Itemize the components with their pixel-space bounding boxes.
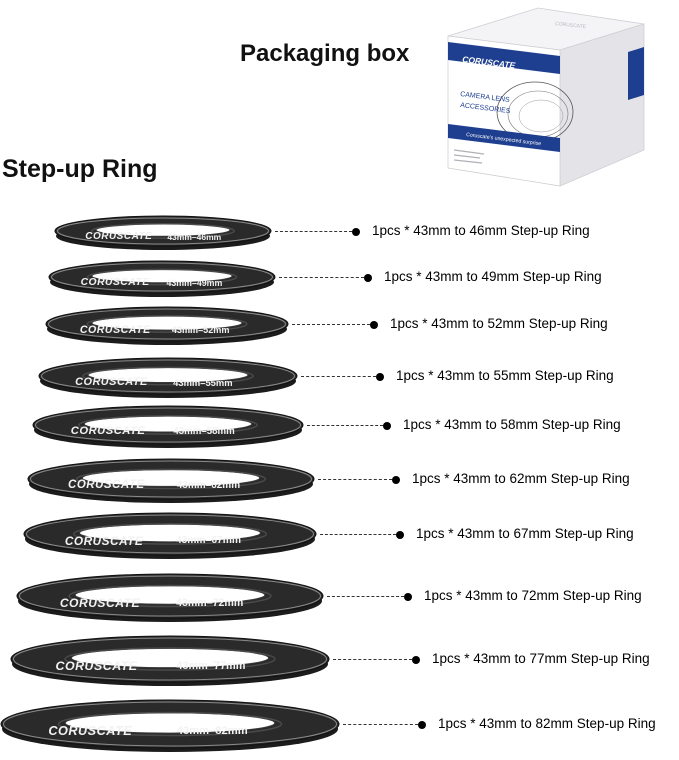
leader-dot [404,593,412,601]
ring-caption: 1pcs * 43mm to 46mm Step-up Ring [372,223,590,238]
leader-line [343,724,418,725]
leader-dot [392,476,400,484]
leader-line [307,425,383,426]
step-up-ring-10: CORUSCATE 43mm–82mm [0,699,340,754]
leader-dot [352,228,360,236]
ring-brand-label: CORUSCATE [75,376,148,388]
leader-line [279,277,364,278]
ring-size-label: 43mm–82mm [176,724,248,737]
ring-size-label: 43mm–67mm [175,534,242,546]
ring-brand-label: CORUSCATE [79,324,151,336]
ring-size-label: 43mm–77mm [176,659,246,672]
ring-caption: 1pcs * 43mm to 49mm Step-up Ring [384,269,602,284]
packaging-box-heading: Packaging box [240,40,410,67]
ring-brand-label: CORUSCATE [48,724,133,738]
ring-graphic [0,699,340,752]
ring-graphic [48,260,276,297]
leader-line [327,596,404,597]
step-up-ring-9: CORUSCATE 43mm–77mm [10,635,330,688]
ring-graphic [27,458,315,503]
step-up-ring-2: CORUSCATE 43mm–49mm [48,260,276,299]
leader-dot [412,656,420,664]
ring-size-label: 43mm–46mm [167,231,222,242]
leader-line [333,659,412,660]
leader-dot [370,321,378,329]
leader-dot [396,531,404,539]
leader-dot [383,422,391,430]
leader-line [318,479,392,480]
ring-size-label: 43mm–62mm [176,479,241,491]
ring-caption: 1pcs * 43mm to 77mm Step-up Ring [432,651,650,666]
leader-line [320,534,396,535]
ring-caption: 1pcs * 43mm to 62mm Step-up Ring [412,471,630,486]
ring-graphic [32,405,304,448]
box-top-brand: CORUSCATE [555,21,587,30]
ring-brand-label: CORUSCATE [85,231,153,242]
ring-graphic [38,357,298,398]
ring-brand-label: CORUSCATE [55,659,138,673]
ring-graphic [23,512,317,559]
ring-size-label: 43mm–72mm [176,596,244,609]
ring-size-label: 43mm–49mm [166,277,223,288]
step-up-ring-3: CORUSCATE 43mm–52mm [45,306,289,347]
leader-line [301,376,376,377]
step-up-ring-5: CORUSCATE 43mm–58mm [32,405,304,450]
step-up-ring-8: CORUSCATE 43mm–72mm [16,573,324,624]
packaging-box-image: CORUSCATE CORUSCATE CAMERA LENS ACCESSOR… [447,7,645,187]
ring-caption: 1pcs * 43mm to 58mm Step-up Ring [403,417,621,432]
ring-graphic [10,635,330,686]
leader-dot [364,274,372,282]
leader-dot [418,721,426,729]
ring-brand-label: CORUSCATE [68,479,145,491]
step-up-ring-6: CORUSCATE 43mm–62mm [27,458,315,505]
leader-line [275,231,352,232]
ring-graphic [16,573,324,622]
ring-graphic [54,215,272,250]
leader-dot [376,373,384,381]
ring-size-label: 43mm–52mm [171,324,230,335]
ring-caption: 1pcs * 43mm to 67mm Step-up Ring [416,526,634,541]
ring-caption: 1pcs * 43mm to 82mm Step-up Ring [438,716,656,731]
ring-brand-label: CORUSCATE [70,425,146,437]
step-up-ring-7: CORUSCATE 43mm–67mm [23,512,317,561]
step-up-ring-heading: Step-up Ring [2,155,158,183]
step-up-ring-4: CORUSCATE 43mm–55mm [38,357,298,400]
ring-graphic [45,306,289,345]
ring-caption: 1pcs * 43mm to 72mm Step-up Ring [424,588,642,603]
ring-caption: 1pcs * 43mm to 55mm Step-up Ring [396,368,614,383]
ring-size-label: 43mm–55mm [173,376,233,388]
ring-size-label: 43mm–58mm [173,425,235,437]
leader-line [292,324,370,325]
ring-brand-label: CORUSCATE [64,534,144,548]
ring-brand-label: CORUSCATE [59,596,141,610]
ring-brand-label: CORUSCATE [80,277,150,288]
step-up-ring-1: CORUSCATE 43mm–46mm [54,215,272,252]
ring-caption: 1pcs * 43mm to 52mm Step-up Ring [390,316,608,331]
